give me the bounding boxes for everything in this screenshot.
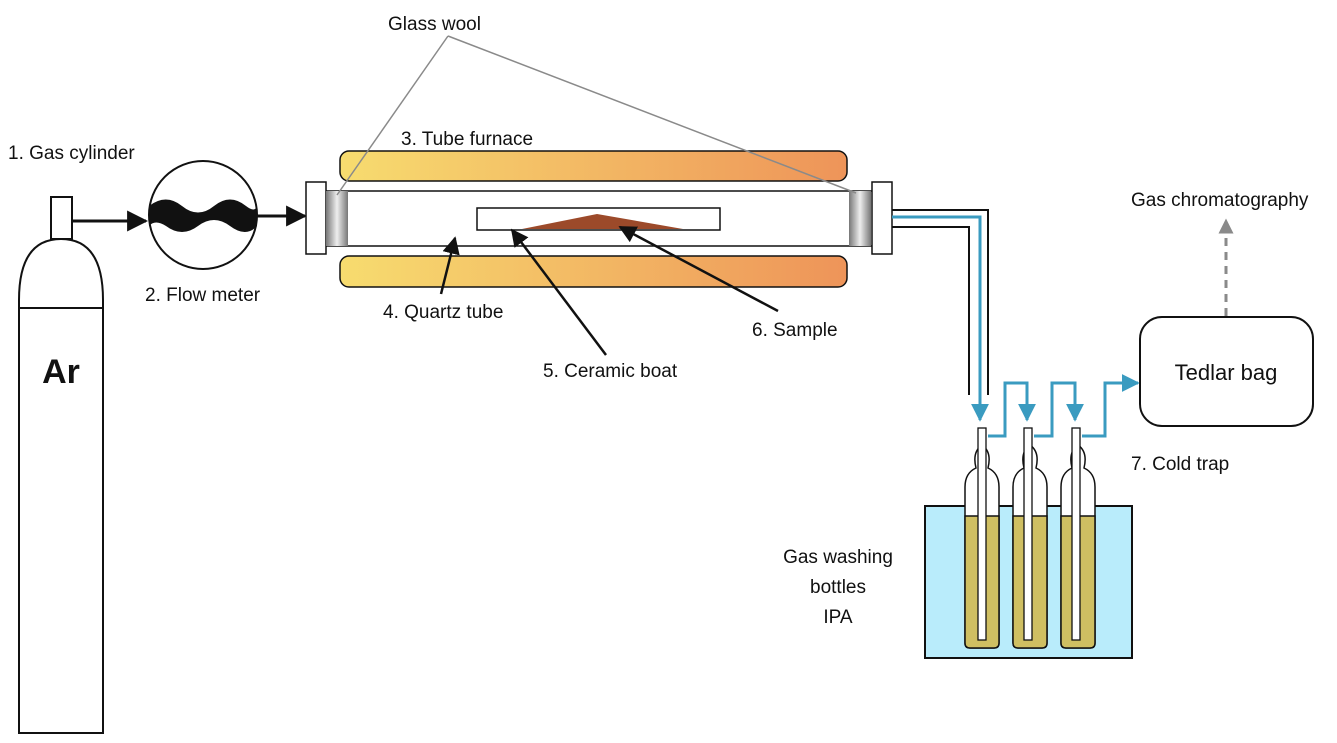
bottle1-to-bottle2-flow xyxy=(988,381,1036,438)
glass-wool-label: Glass wool xyxy=(388,14,481,35)
sample-label: 6. Sample xyxy=(752,320,838,341)
cylinder-body xyxy=(18,237,104,734)
furnace-bottom-half xyxy=(339,255,848,288)
tedlar-bag-label: Tedlar bag xyxy=(1175,360,1278,385)
gas-chromatography-label: Gas chromatography xyxy=(1131,190,1309,211)
tube-furnace-label: 3. Tube furnace xyxy=(401,129,533,150)
quartz-tube-label: 4. Quartz tube xyxy=(383,302,503,323)
ceramic-boat-label: 5. Ceramic boat xyxy=(543,361,678,382)
furnace-top-half xyxy=(339,150,848,182)
flow-meter-label: 2. Flow meter xyxy=(145,285,261,306)
sample-pile xyxy=(522,214,683,229)
outlet-line-outer xyxy=(892,209,989,395)
left-glass-wool-plug xyxy=(326,191,348,246)
gas-washing-bottle-2 xyxy=(1012,427,1048,649)
washing-bottles-label-line3: IPA xyxy=(823,607,853,628)
cylinder-gas-label: Ar xyxy=(42,353,80,391)
tedlar-bag xyxy=(1139,316,1314,427)
bottle3-to-bag-flow xyxy=(1082,374,1140,438)
quartz-tube xyxy=(305,181,893,255)
cylinder-valve xyxy=(50,196,73,240)
ceramic-boat-pointer xyxy=(510,228,607,356)
bottle2-to-bottle3-flow xyxy=(1034,381,1084,438)
washing-bottles-label-line1: Gas washing xyxy=(783,547,893,568)
outlet-line-inner xyxy=(892,226,970,395)
right-glass-wool-plug xyxy=(849,191,871,246)
quartz-tube-pointer xyxy=(439,236,460,295)
glass-wool-pointer-right xyxy=(447,35,857,194)
flow-meter xyxy=(148,160,258,270)
gas-cylinder: Ar xyxy=(18,196,104,734)
glass-wool-pointer-left xyxy=(336,35,449,196)
left-end-flange xyxy=(305,181,327,255)
outlet-flow-line xyxy=(892,215,989,422)
right-end-flange xyxy=(871,181,893,255)
gas-washing-bottle-3 xyxy=(1060,427,1096,649)
gas-washing-bottle-1 xyxy=(964,427,1000,649)
flow-meter-wave xyxy=(149,199,257,232)
gas-cylinder-label: 1. Gas cylinder xyxy=(8,143,135,164)
sample-pointer xyxy=(618,225,779,313)
washing-bottles-label-line2: bottles xyxy=(810,577,866,598)
cold-trap-label: 7. Cold trap xyxy=(1131,454,1229,475)
